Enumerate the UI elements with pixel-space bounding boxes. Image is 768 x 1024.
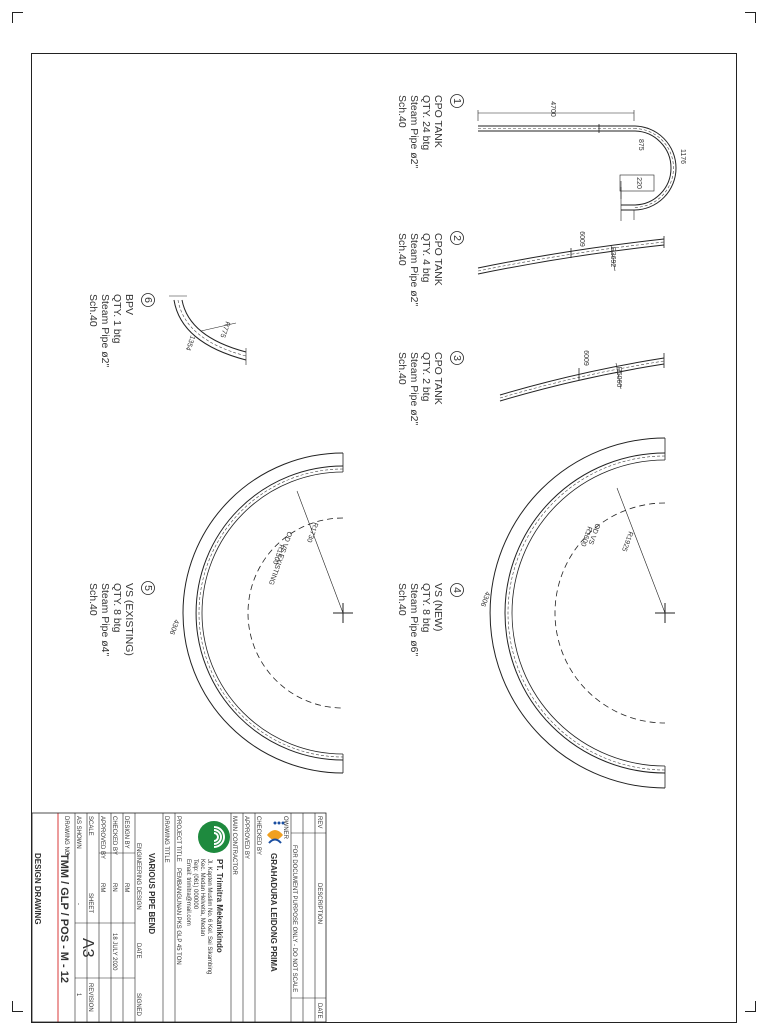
item-6-line-1: BPV <box>123 294 135 315</box>
tb-contractor-addr-2: Kec. Medan Helvetia, Medan <box>199 859 205 936</box>
pipe-item-1 <box>477 110 677 221</box>
item-5-line-2: QTY. 8 btg <box>111 583 123 633</box>
tb-project-title-label: PROJECT TITLE <box>175 816 181 862</box>
tb-drawing-no: TMM / GLP / POS - M - 12 <box>58 853 70 983</box>
item-4-line-1: VS (NEW) <box>432 583 444 631</box>
tb-scale-label: SCALE <box>87 816 93 836</box>
item-2-line-3: Steam Pipe ø2" <box>408 233 420 306</box>
item-1-line-4: Sch.40 <box>396 95 408 128</box>
item-5-dim-outer-radius: R1730 <box>305 521 319 543</box>
item-3-line-2: QTY. 2 btg <box>420 352 432 402</box>
tb-description-label: DESCRIPTION <box>316 883 322 924</box>
item-1-dim-radius: 875 <box>637 139 644 151</box>
item-3-dim-radius: R5060 <box>615 367 622 388</box>
pipe-item-6 <box>169 295 247 365</box>
item-1-line-3: Steam Pipe ø2" <box>408 95 420 168</box>
tb-sheet-value: - <box>75 903 81 905</box>
item-5-line-1: VS (EXISTING) <box>123 583 135 656</box>
tb-contractor-addr-4: Email: trimitra@mail.com <box>185 859 191 926</box>
tb-main-contractor-label: MAIN CONTRACTOR <box>231 816 237 876</box>
drawing-canvas: 1 2 3 4 5 6 CPO TANK QTY. 24 btg Steam P… <box>31 53 737 1023</box>
item-5-dim-arc: 4306 <box>168 618 180 635</box>
item-5-line-3: Steam Pipe ø4" <box>99 583 111 656</box>
item-6-line-2: QTY. 1 btg <box>111 294 123 344</box>
item-1-line-2: QTY. 24 btg <box>420 95 432 150</box>
item-5-line-4: Sch.40 <box>87 583 99 616</box>
item-number-circles <box>141 94 464 597</box>
pipe-item-3 <box>499 353 665 402</box>
sheet-border <box>31 53 737 1023</box>
tb-row-3-role: APPROVED BY <box>99 816 105 859</box>
tb-scale-value: AS SHOWN <box>75 816 81 849</box>
item-6-dim-length: 1354 <box>184 334 196 351</box>
item-2-number: 2 <box>451 235 463 241</box>
item-4-line-4: Sch.40 <box>396 583 408 616</box>
tb-project-title: PEMBANGUNAN PKS GLP 45 TON <box>175 868 181 965</box>
tb-date-label: DATE <box>316 1003 322 1019</box>
tb-revision-label: REVISION <box>87 983 93 1012</box>
item-3-line-3: Steam Pipe ø2" <box>408 352 420 425</box>
tb-checked-label: CHECKED BY <box>255 816 261 855</box>
tb-engineering-design-label: ENGINEERING DESIGN <box>135 843 141 910</box>
crop-mark-bottom-left <box>12 1001 23 1012</box>
tb-owner-name: GRAHADURA LEIDONG PRIMA <box>269 853 278 972</box>
tb-row-2-name: RN <box>111 883 117 892</box>
item-2-dim-length: 6009 <box>578 231 585 247</box>
tb-revision-value: 1 <box>75 993 81 997</box>
pipe-item-5 <box>182 452 353 774</box>
tb-owner-label: OWNER <box>282 816 288 840</box>
owner-logo <box>267 821 285 844</box>
tb-sheet-label: SHEET <box>87 893 93 913</box>
item-1-number: 1 <box>451 98 463 104</box>
item-4-number: 4 <box>451 587 463 593</box>
item-3-line-4: Sch.40 <box>396 352 408 385</box>
tb-signed-label: SIGNED <box>135 993 141 1017</box>
tb-row-1-role: DESIGN BY <box>123 816 129 849</box>
item-6-line-4: Sch.40 <box>87 294 99 327</box>
item-2-line-1: CPO TANK <box>432 233 444 286</box>
item-1-line-1: CPO TANK <box>432 95 444 148</box>
tb-drawing-no-label: DRAWING NO. <box>63 816 69 857</box>
item-1-dim-length: 4700 <box>549 101 556 117</box>
tb-contractor-addr-3: Telp: (061) 000000 <box>192 859 198 910</box>
item-4-dim-outer-radius: R1925 <box>620 530 634 552</box>
item-1-dim-bend: 1176 <box>679 149 686 164</box>
item-2-line-4: Sch.40 <box>396 233 408 266</box>
contractor-logo <box>198 821 230 853</box>
tb-row-1-name: RM <box>123 883 129 892</box>
item-5-number: 5 <box>142 585 154 591</box>
item-1-dim-end: 220 <box>635 177 642 189</box>
tb-contractor-name: PT. Trimitra Mekanikindo <box>215 859 224 953</box>
pipe-item-2 <box>477 236 665 275</box>
item-2-dim-radius: R3692 <box>609 247 616 268</box>
item-4-line-3: Steam Pipe ø6" <box>408 583 420 656</box>
tb-drawing-title: VARIOUS PIPE BEND <box>147 853 156 934</box>
crop-mark-top-right <box>745 12 756 23</box>
item-6-dim-radius: R775 <box>218 320 230 338</box>
item-4-dim-arc: 4306 <box>479 590 491 607</box>
drawing-sheet: 1 2 3 4 5 6 CPO TANK QTY. 24 btg Steam P… <box>31 53 737 1023</box>
tb-approved-label: APPROVED BY <box>243 816 249 859</box>
title-block <box>31 812 327 1023</box>
tb-row-2-role: CHECKED BY <box>111 816 117 855</box>
crop-mark-bottom-right <box>745 1001 756 1012</box>
tb-size-value: A3 <box>79 938 96 958</box>
tb-date-col-label: DATE <box>135 943 141 959</box>
crop-mark-top-left <box>12 12 23 23</box>
item-3-line-1: CPO TANK <box>432 352 444 405</box>
item-3-number: 3 <box>451 355 463 361</box>
tb-rev-label: REV <box>316 816 322 828</box>
tb-footer: DESIGN DRAWING <box>33 853 42 925</box>
item-6-number: 6 <box>142 297 154 303</box>
item-2-line-2: QTY. 4 btg <box>420 233 432 283</box>
tb-row-2-date: 18 JULY 2020 <box>111 933 117 971</box>
item-4-line-2: QTY. 8 btg <box>420 583 432 633</box>
tb-row-3-name: RM <box>99 883 105 892</box>
pipe-item-4 <box>489 437 675 789</box>
tb-drawing-title-label: DRAWING TITLE <box>163 816 169 863</box>
item-6-line-3: Steam Pipe ø2" <box>99 294 111 367</box>
tb-issue-note: FOR DOCUMENT PURPOSE ONLY - DO NOT SCALE <box>291 845 297 992</box>
tb-contractor-addr-1: Jl. Kapten Muslim No. 6 Kel. Sei Sikambi… <box>206 859 212 974</box>
item-3-dim-length: 6009 <box>582 350 589 366</box>
